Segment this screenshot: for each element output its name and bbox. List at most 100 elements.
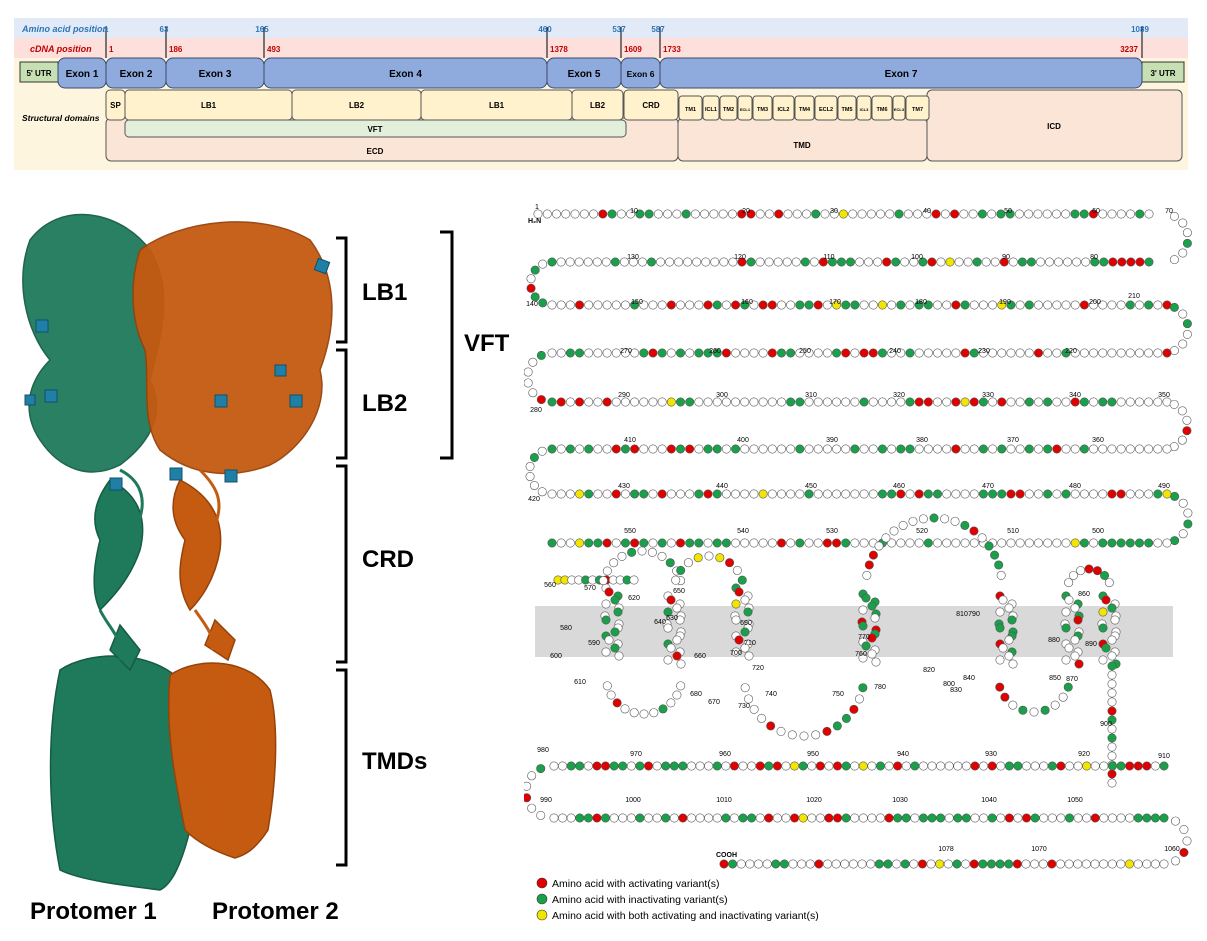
cdna-position-value: 1378 bbox=[550, 45, 568, 54]
residue-circle bbox=[1073, 761, 1083, 771]
residue-circle bbox=[745, 859, 755, 869]
residue-circle bbox=[927, 257, 937, 267]
residue-circle bbox=[758, 348, 768, 358]
residue-circle bbox=[1182, 319, 1192, 329]
residue-circle bbox=[1159, 859, 1169, 869]
tmd-segment-box bbox=[905, 95, 930, 121]
residue-circle bbox=[1052, 348, 1062, 358]
residue-circle bbox=[1004, 603, 1014, 613]
residue-circle bbox=[1014, 209, 1024, 219]
residue-circle bbox=[694, 397, 704, 407]
residue-circle bbox=[791, 257, 801, 267]
residue-circle bbox=[905, 348, 915, 358]
residue-circle bbox=[1030, 813, 1040, 823]
residue-circle bbox=[1125, 761, 1135, 771]
residue-circle bbox=[657, 348, 667, 358]
residue-circle bbox=[609, 813, 619, 823]
residue-circle bbox=[629, 708, 639, 718]
residue-circle bbox=[601, 813, 611, 823]
residue-circle bbox=[953, 813, 963, 823]
residue-circle bbox=[648, 300, 658, 310]
residue-circle bbox=[1089, 300, 1099, 310]
residue-circle bbox=[1125, 489, 1135, 499]
residue-circle bbox=[743, 607, 753, 617]
cdna-position-value: 186 bbox=[169, 45, 183, 54]
residue-number-label: 350 bbox=[1158, 392, 1170, 399]
residue-number-label: 180 bbox=[915, 299, 927, 306]
residue-circle bbox=[990, 550, 1000, 560]
residue-circle bbox=[867, 813, 877, 823]
residue-number-label: 140 bbox=[526, 301, 538, 308]
residue-circle bbox=[695, 761, 705, 771]
residue-circle bbox=[1052, 489, 1062, 499]
residue-circle bbox=[870, 613, 880, 623]
residue-circle bbox=[547, 257, 557, 267]
residue-circle bbox=[804, 397, 814, 407]
residue-circle bbox=[1024, 209, 1034, 219]
residue-circle bbox=[1108, 257, 1118, 267]
residue-circle bbox=[776, 538, 786, 548]
residue-circle bbox=[584, 489, 594, 499]
residue-number-label: 850 bbox=[1049, 675, 1061, 682]
residue-circle bbox=[1064, 578, 1074, 588]
residue-circle bbox=[909, 257, 919, 267]
residue-circle bbox=[829, 209, 839, 219]
residue-circle bbox=[602, 489, 612, 499]
residue-circle bbox=[1039, 761, 1049, 771]
exon-3-label: Exon 3 bbox=[199, 69, 232, 80]
residue-circle bbox=[933, 348, 943, 358]
residue-circle bbox=[626, 813, 636, 823]
residue-circle bbox=[917, 859, 927, 869]
residue-circle bbox=[525, 461, 535, 471]
residue-number-label: 710 bbox=[744, 640, 756, 647]
residue-circle bbox=[1107, 733, 1117, 743]
residue-circle bbox=[652, 761, 662, 771]
residue-circle bbox=[867, 633, 877, 643]
residue-circle bbox=[709, 209, 719, 219]
residue-circle bbox=[639, 348, 649, 358]
residue-circle bbox=[887, 397, 897, 407]
residue-circle bbox=[1144, 348, 1154, 358]
residue-circle bbox=[1052, 538, 1062, 548]
residue-circle bbox=[969, 348, 979, 358]
residue-circle bbox=[1116, 813, 1126, 823]
residue-number-label: 450 bbox=[805, 483, 817, 490]
residue-circle bbox=[712, 813, 722, 823]
residue-circle bbox=[1159, 761, 1169, 771]
residue-circle bbox=[1107, 761, 1117, 771]
residue-circle bbox=[598, 209, 608, 219]
residue-circle bbox=[672, 651, 682, 661]
residue-circle bbox=[900, 859, 910, 869]
residue-circle bbox=[1033, 397, 1043, 407]
residue-circle bbox=[1038, 859, 1048, 869]
residue-circle bbox=[754, 859, 764, 869]
aa-position-value: 537 bbox=[612, 25, 626, 34]
residue-circle bbox=[898, 520, 908, 530]
residue-circle bbox=[647, 547, 657, 557]
residue-circle bbox=[666, 300, 676, 310]
residue-circle bbox=[1089, 444, 1099, 454]
residue-circle bbox=[703, 489, 713, 499]
residue-circle bbox=[959, 209, 969, 219]
residue-number-label: 920 bbox=[1078, 751, 1090, 758]
residue-circle bbox=[950, 516, 960, 526]
residue-circle bbox=[995, 607, 1005, 617]
exon-2-label: Exon 2 bbox=[120, 69, 153, 80]
tmd-segment-box bbox=[678, 95, 703, 121]
residue-circle bbox=[1178, 218, 1188, 228]
residue-circle bbox=[940, 209, 950, 219]
residue-circle bbox=[1004, 813, 1014, 823]
residue-circle bbox=[822, 397, 832, 407]
residue-circle bbox=[1144, 538, 1154, 548]
cdna-position-value: 493 bbox=[267, 45, 281, 54]
residue-circle bbox=[669, 813, 679, 823]
residue-number-label: 1078 bbox=[938, 846, 954, 853]
residue-circle bbox=[1064, 643, 1074, 653]
residue-circle bbox=[995, 655, 1005, 665]
residue-circle bbox=[676, 681, 686, 691]
residue-circle bbox=[861, 641, 871, 651]
residue-circle bbox=[773, 257, 783, 267]
aa-position-band bbox=[14, 18, 1188, 38]
residue-circle bbox=[1073, 859, 1083, 869]
residue-circle bbox=[678, 813, 688, 823]
